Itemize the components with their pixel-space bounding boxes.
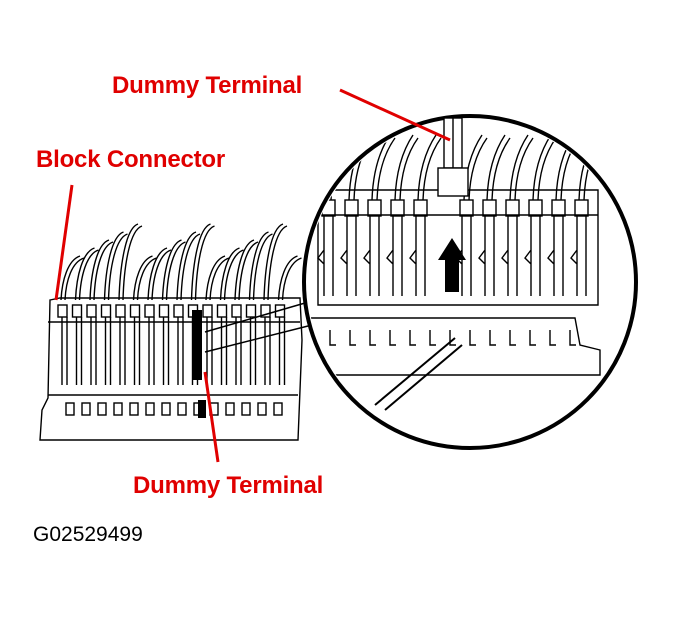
block-connector [39, 223, 303, 441]
callout-leaders [54, 88, 451, 463]
dummy-terminal-in-connector [192, 310, 206, 418]
dummy-terminal-magnified [437, 117, 469, 197]
figure-id: G02529499 [33, 523, 143, 546]
magnified-view [302, 114, 638, 450]
magnifier-leader-lines [204, 302, 313, 353]
connector-terminals [57, 304, 286, 385]
connector-wires [60, 223, 302, 301]
connector-lower-slots [65, 402, 283, 416]
up-arrow-icon [438, 238, 466, 292]
dummy-terminal-label-top: Dummy Terminal [112, 72, 303, 99]
block-connector-label: Block Connector [36, 146, 226, 173]
dummy-terminal-label-bottom: Dummy Terminal [133, 472, 324, 499]
